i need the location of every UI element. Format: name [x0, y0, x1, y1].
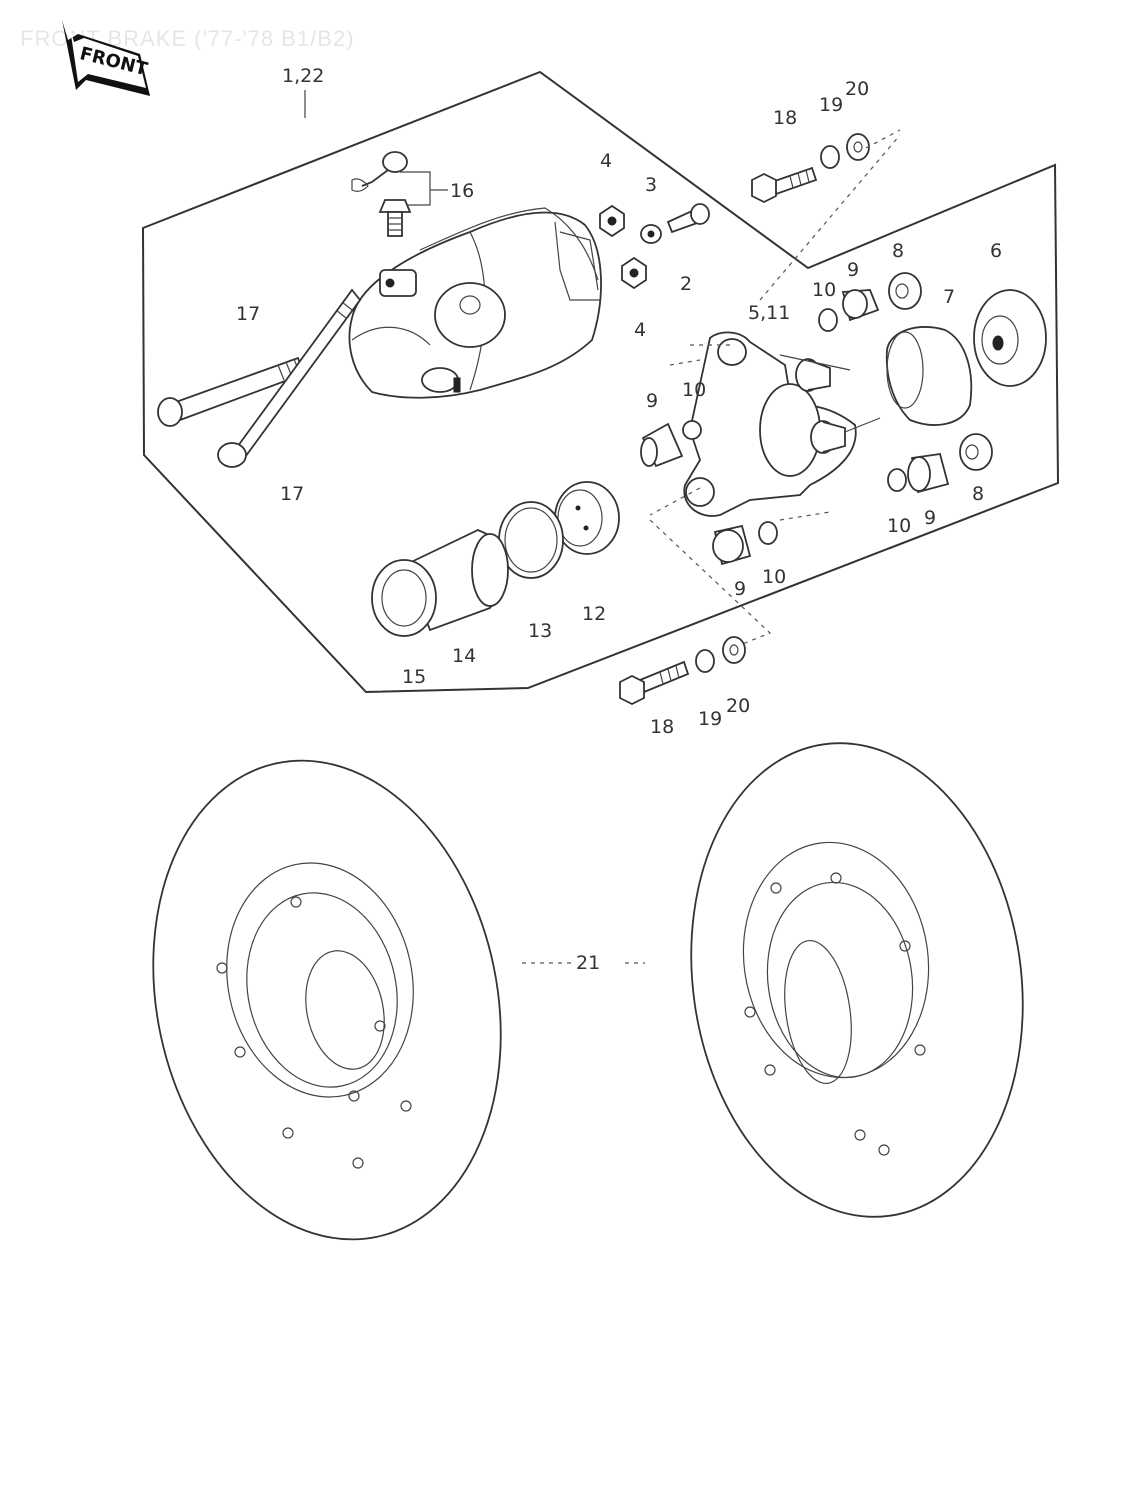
- washer-part-3: [640, 224, 662, 244]
- dust-seal-15: [371, 559, 437, 637]
- callout-10-bottom: 10: [762, 566, 786, 588]
- bleeder-valve-assembly: [351, 151, 448, 237]
- piston-cup-12: [554, 481, 620, 555]
- brake-pad-7: [885, 326, 973, 426]
- cap-8-upper: [888, 272, 922, 310]
- bolt-lower-18: [619, 660, 690, 706]
- brake-disc-right: [690, 742, 1024, 1218]
- front-direction-badge: FRONT: [62, 20, 150, 96]
- ring-10-bottom: [758, 521, 778, 545]
- ring-10-right: [887, 468, 907, 492]
- callout-17-upper: 17: [236, 303, 260, 325]
- bushing-9-right: [907, 452, 950, 494]
- callout-4-lower: 4: [634, 319, 646, 341]
- callout-6: 6: [990, 240, 1002, 262]
- callout-14: 14: [452, 645, 476, 667]
- callout-9-right: 9: [924, 507, 936, 529]
- lock-washer-lower: [695, 649, 715, 673]
- callout-7: 7: [943, 286, 955, 308]
- caliper-mounting-bolt-lower: [217, 288, 362, 468]
- flat-washer-lower: [722, 636, 746, 664]
- callout-9-bottom: 9: [734, 578, 746, 600]
- ring-10-left: [682, 420, 702, 440]
- cap-8-lower: [959, 433, 993, 471]
- callout-21: 21: [576, 952, 600, 974]
- callout-3: 3: [645, 174, 657, 196]
- ring-10-upper: [818, 308, 838, 332]
- piston-6: [973, 289, 1047, 387]
- callout-15: 15: [402, 666, 426, 688]
- callout-12: 12: [582, 603, 606, 625]
- callout-4-upper: 4: [600, 150, 612, 172]
- nut-upper: [599, 204, 625, 238]
- callout-18-lower: 18: [650, 716, 674, 738]
- callout-9-left: 9: [646, 390, 658, 412]
- callout-8-lower: 8: [972, 483, 984, 505]
- callout-5-11: 5,11: [748, 302, 790, 324]
- flat-washer-upper: [846, 133, 870, 161]
- callout-17-lower: 17: [280, 483, 304, 505]
- callout-13: 13: [528, 620, 552, 642]
- callout-8-upper: 8: [892, 240, 904, 262]
- bushing-9-left: [640, 422, 684, 468]
- assembly-outline: [141, 70, 1060, 694]
- caliper-body: [348, 207, 602, 399]
- bushing-9-bottom: [712, 524, 752, 566]
- callout-9-upper: 9: [847, 259, 859, 281]
- callout-2: 2: [680, 273, 692, 295]
- callout-10-upper: 10: [812, 279, 836, 301]
- nut-lower: [621, 256, 647, 290]
- callout-18-upper: 18: [773, 107, 797, 129]
- caliper-holder-bracket: [683, 331, 881, 517]
- callout-10-left: 10: [682, 379, 706, 401]
- callout-16: 16: [450, 180, 474, 202]
- callout-labels: 1,22 16 17 17 4 3 2 4 18 19 20 6 8 9 10 …: [236, 65, 1002, 974]
- bolt-upper-18: [751, 166, 818, 204]
- brake-disc-left: [152, 759, 502, 1241]
- callout-19-upper: 19: [819, 94, 843, 116]
- callout-20-upper: 20: [845, 78, 869, 100]
- callout-20-lower: 20: [726, 695, 750, 717]
- bushing-9-upper: [841, 289, 880, 322]
- lock-washer-upper: [820, 145, 840, 169]
- callout-10-right: 10: [887, 515, 911, 537]
- callout-19-lower: 19: [698, 708, 722, 730]
- bolt-part-2: [666, 203, 710, 234]
- callout-1-22: 1,22: [282, 65, 324, 87]
